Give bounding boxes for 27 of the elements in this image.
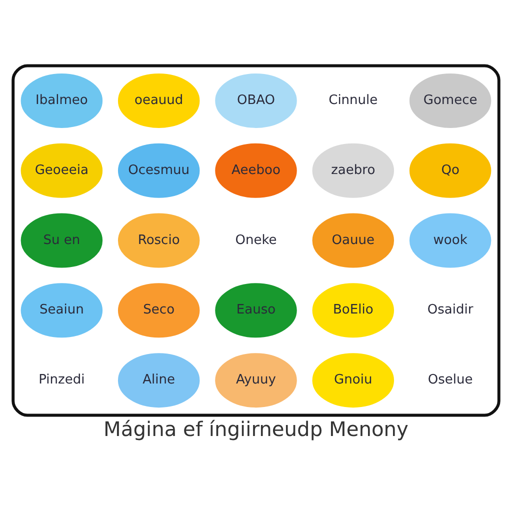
node-ellipse: Aline [118,352,200,408]
node-ellipse: Su en [20,212,103,268]
node-ellipse: Aeeboo [215,142,297,198]
node-ellipse: Eauso [215,282,297,338]
node-ellipse: Roscio [118,212,200,268]
node-ellipse: Geoeeia [20,142,103,198]
node-text: Oselue [428,372,473,388]
node-ellipse: Seaiun [20,282,103,338]
node-ellipse: Qo [409,142,492,198]
node-text: Osaidir [427,302,474,318]
node-ellipse: BoElio [312,282,394,338]
node-ellipse: Gnoiu [312,352,394,408]
node-ellipse: Seco [118,282,200,338]
node-ellipse: Oauue [312,212,394,268]
node-ellipse: wook [409,212,492,268]
node-text: Cinnule [328,92,378,108]
node-ellipse: Ayuuy [215,352,297,408]
caption: Mágina ef íngiirneudp Menony [104,416,408,441]
node-text: Oneke [235,232,277,248]
node-ellipse: OBAO [215,72,297,128]
node-ellipse: zaebro [312,142,394,198]
node-ellipse: oeauud [118,72,200,128]
node-ellipse: Gomece [409,72,492,128]
node-text: Pinzedi [38,372,85,388]
cluster [12,64,500,416]
node-ellipse: Ibalmeo [20,72,103,128]
node-ellipse: Ocesmuu [118,142,200,198]
